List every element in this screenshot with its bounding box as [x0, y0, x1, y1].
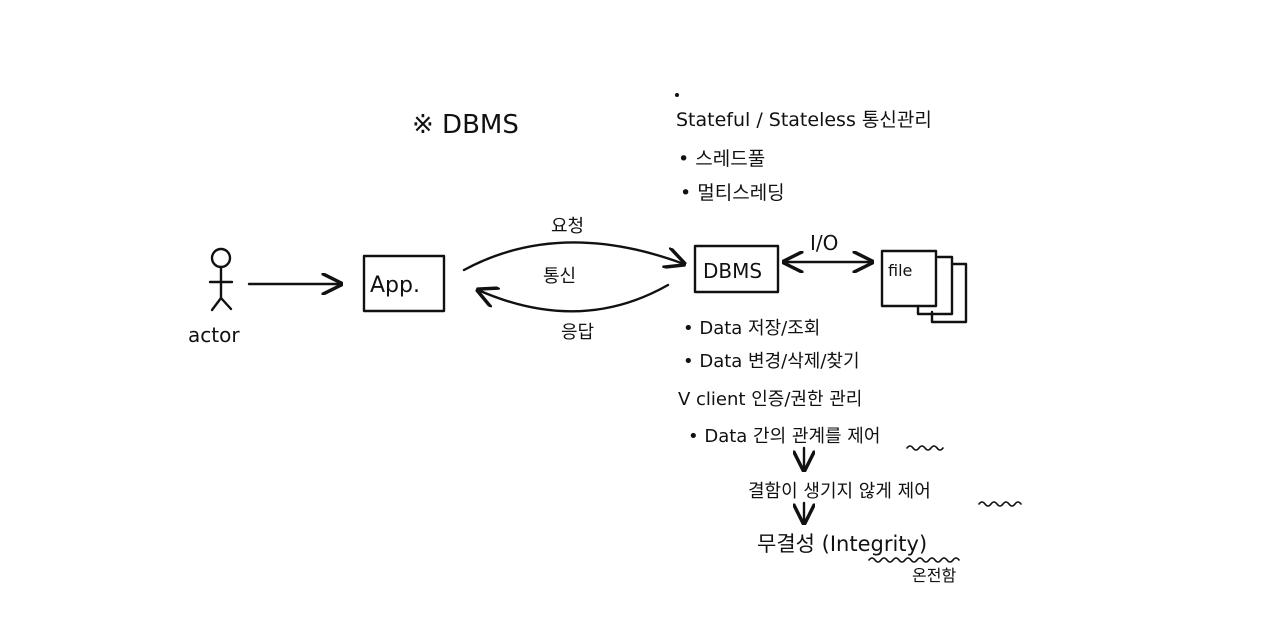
- function-store-retrieve: • Data 저장/조회: [683, 318, 820, 339]
- function-client-auth: V client 인증/권한 관리: [678, 389, 862, 410]
- relation-control-squiggle: [906, 445, 944, 451]
- chain-step-defect-control: 결함이 생기지 않게 제어: [748, 481, 931, 502]
- integrity-squiggle: [868, 557, 960, 563]
- file-page-back: [930, 262, 968, 324]
- top-note-bullet-empty: [675, 93, 679, 97]
- dbms-box: [693, 244, 780, 294]
- file-page-middle: [916, 255, 954, 316]
- defect-control-squiggle: [978, 501, 1022, 507]
- actor-label: actor: [188, 323, 240, 347]
- diagram-title: ※ DBMS: [412, 110, 519, 140]
- response-label: 응답: [561, 322, 594, 343]
- app-box: [362, 254, 446, 313]
- actor-figure: [208, 247, 234, 312]
- communication-label: 통신: [543, 266, 576, 287]
- app-label: App.: [370, 273, 420, 298]
- response-arrow: [478, 283, 670, 313]
- chain-step-integrity-note: 온전함: [912, 566, 956, 585]
- request-arrow: [462, 241, 684, 272]
- request-label: 요청: [551, 216, 584, 237]
- top-note-multithreading-text: 멀티스레딩: [697, 182, 784, 204]
- io-label: I/O: [810, 231, 838, 255]
- dbms-label: DBMS: [703, 259, 762, 283]
- top-note-threadpool-bullet: •: [678, 148, 695, 170]
- top-note-multithreading: • 멀티스레딩: [680, 182, 785, 204]
- file-label: file: [888, 261, 912, 280]
- file-page-front: [880, 249, 938, 308]
- function-modify-delete-find: • Data 변경/삭제/찾기: [683, 351, 860, 372]
- actor-legs: [210, 296, 233, 312]
- file-stack: [880, 249, 968, 324]
- top-note-threadpool-text: 스레드풀: [695, 148, 765, 170]
- function-relation-control: • Data 간의 관계를 제어: [688, 426, 880, 447]
- top-note-multithreading-bullet: •: [680, 182, 697, 204]
- chain-step-integrity: 무결성 (Integrity): [757, 532, 927, 556]
- top-note-threadpool: • 스레드풀: [678, 148, 765, 170]
- actor-head: [210, 247, 232, 269]
- top-note-stateful: Stateful / Stateless 통신관리: [676, 109, 932, 131]
